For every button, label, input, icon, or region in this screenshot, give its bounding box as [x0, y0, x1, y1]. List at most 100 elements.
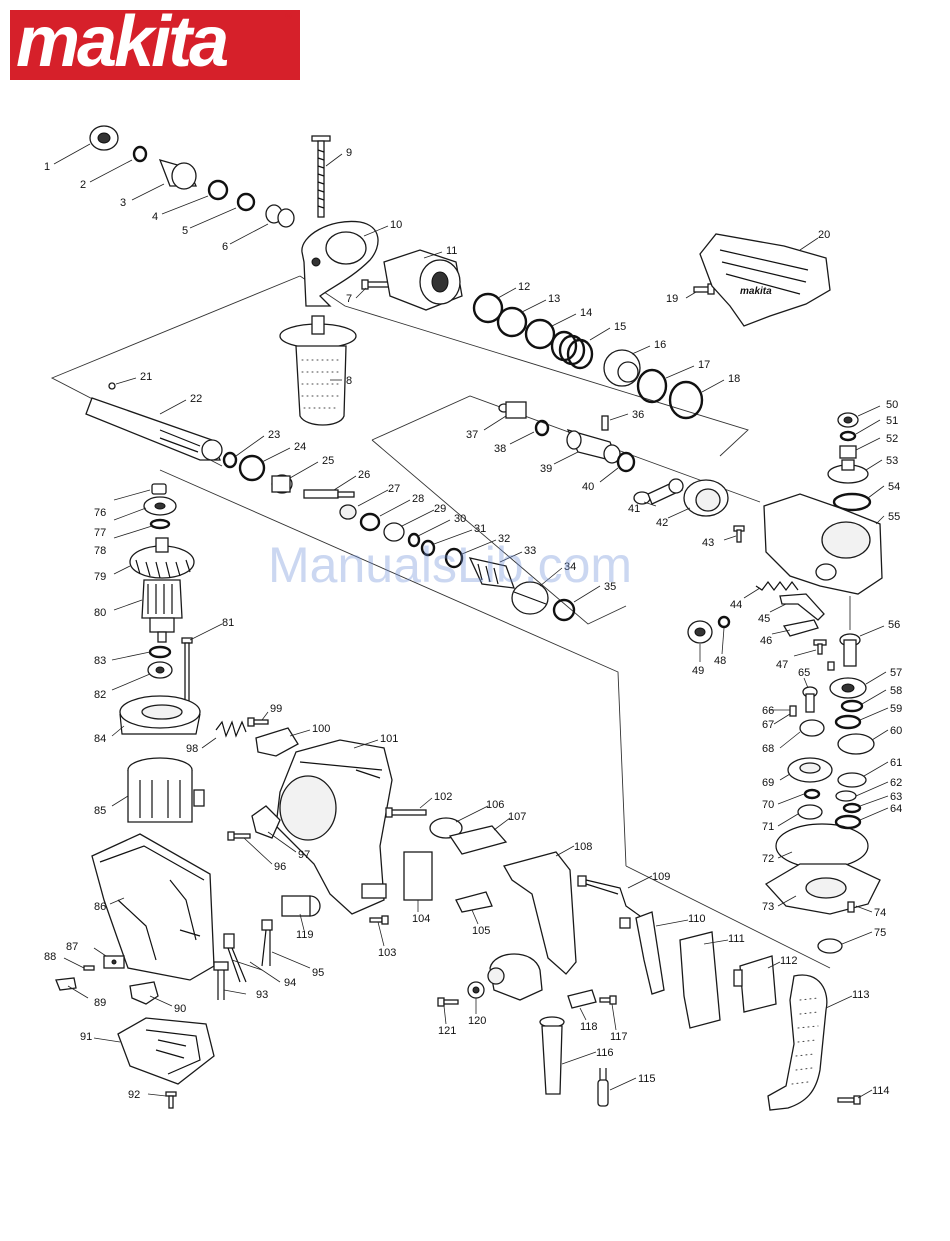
label-12: 12 [518, 281, 530, 293]
label-25: 25 [322, 455, 334, 467]
label-79: 79 [94, 571, 106, 583]
label-10: 10 [390, 219, 402, 231]
part-58-ring [840, 699, 864, 713]
label-61: 61 [890, 757, 902, 769]
label-17: 17 [698, 359, 710, 371]
part-13-ring [496, 306, 528, 338]
part-88-screw [83, 965, 95, 971]
part-34-clutch [511, 581, 549, 615]
label-9: 9 [346, 147, 352, 159]
label-110: 110 [688, 913, 706, 925]
label-31: 31 [474, 523, 486, 535]
part-92-screw [165, 1091, 177, 1109]
label-114: 114 [872, 1085, 890, 1097]
label-96: 96 [274, 861, 286, 873]
part-63-washer [842, 802, 862, 814]
label-76: 76 [94, 507, 106, 519]
part-39-cylinder [566, 428, 621, 464]
part-82-bearing [147, 661, 173, 679]
label-82: 82 [94, 689, 106, 701]
part-15-spring [550, 330, 594, 370]
part-labels: 1 2 3 4 5 6 9 10 11 7 12 13 14 15 16 17 … [44, 147, 902, 1101]
label-20: 20 [818, 229, 830, 241]
part-106-switch [429, 817, 463, 839]
part-1-seal-cap [89, 125, 119, 151]
part-3-sleeve [158, 159, 198, 190]
label-5: 5 [182, 225, 188, 237]
label-98: 98 [186, 743, 198, 755]
part-18-ring [668, 380, 704, 420]
part-104-label [403, 851, 433, 901]
part-62-washer [835, 790, 857, 802]
label-119: 119 [296, 929, 314, 941]
part-85-field [127, 757, 205, 823]
part-103-screw [369, 915, 389, 925]
label-90: 90 [174, 1003, 186, 1015]
label-73: 73 [762, 901, 774, 913]
part-70-ring [803, 788, 821, 800]
part-110-bracket [635, 911, 665, 995]
part-75-bearing [817, 938, 843, 954]
label-14: 14 [580, 307, 592, 319]
part-28-washer [359, 512, 381, 532]
part-73-gear-plate [764, 863, 881, 915]
label-118: 118 [580, 1021, 598, 1033]
label-19: 19 [666, 293, 678, 305]
label-30: 30 [454, 513, 466, 525]
label-21: 21 [140, 371, 152, 383]
part-6-spring [265, 204, 295, 228]
part-96-screw [227, 831, 251, 841]
label-60: 60 [890, 725, 902, 737]
part-95-connector [261, 919, 273, 967]
label-116: 116 [596, 1047, 614, 1059]
part-32-ring [444, 547, 464, 569]
label-26: 26 [358, 469, 370, 481]
label-63: 63 [890, 791, 902, 803]
part-27-washer [339, 504, 357, 520]
part-52-bushing [839, 445, 857, 459]
label-53: 53 [886, 455, 898, 467]
label-97: 97 [298, 849, 310, 861]
part-105-plate [455, 891, 493, 913]
part-100-switch-lever [255, 727, 299, 757]
label-4: 4 [152, 211, 158, 223]
label-92: 92 [128, 1089, 140, 1101]
label-24: 24 [294, 441, 306, 453]
part-66-key [789, 705, 797, 717]
label-72: 72 [762, 853, 774, 865]
part-83-washer [148, 645, 172, 659]
part-98-spring [215, 720, 247, 738]
label-101: 101 [380, 733, 398, 745]
part-5-washer [236, 192, 256, 212]
registered-mark: ® [284, 12, 293, 22]
part-43-screw [733, 525, 745, 543]
part-86-motor-housing [91, 833, 215, 981]
label-58: 58 [890, 685, 902, 697]
part-112-switch [733, 955, 777, 1013]
label-111: 111 [728, 933, 745, 945]
part-12-ring [472, 292, 504, 324]
label-100: 100 [312, 723, 330, 735]
label-74: 74 [874, 907, 886, 919]
label-27: 27 [388, 483, 400, 495]
part-65-shaft [802, 686, 818, 713]
label-40: 40 [582, 481, 594, 493]
part-76-cap [151, 483, 167, 495]
label-41: 41 [628, 503, 640, 515]
label-108: 108 [574, 841, 592, 853]
label-67: 67 [762, 719, 774, 731]
label-38: 38 [494, 443, 506, 455]
part-101-motor-housing [275, 739, 393, 915]
part-117-screw [599, 995, 617, 1005]
label-109: 109 [652, 871, 670, 883]
label-84: 84 [94, 733, 106, 745]
label-52: 52 [886, 433, 898, 445]
part-48-ring [717, 615, 731, 629]
label-6: 6 [222, 241, 228, 253]
label-33: 33 [524, 545, 536, 557]
label-15: 15 [614, 321, 626, 333]
makita-logo: makita [10, 10, 300, 80]
label-23: 23 [268, 429, 280, 441]
label-44: 44 [730, 599, 742, 611]
label-117: 117 [610, 1031, 628, 1043]
